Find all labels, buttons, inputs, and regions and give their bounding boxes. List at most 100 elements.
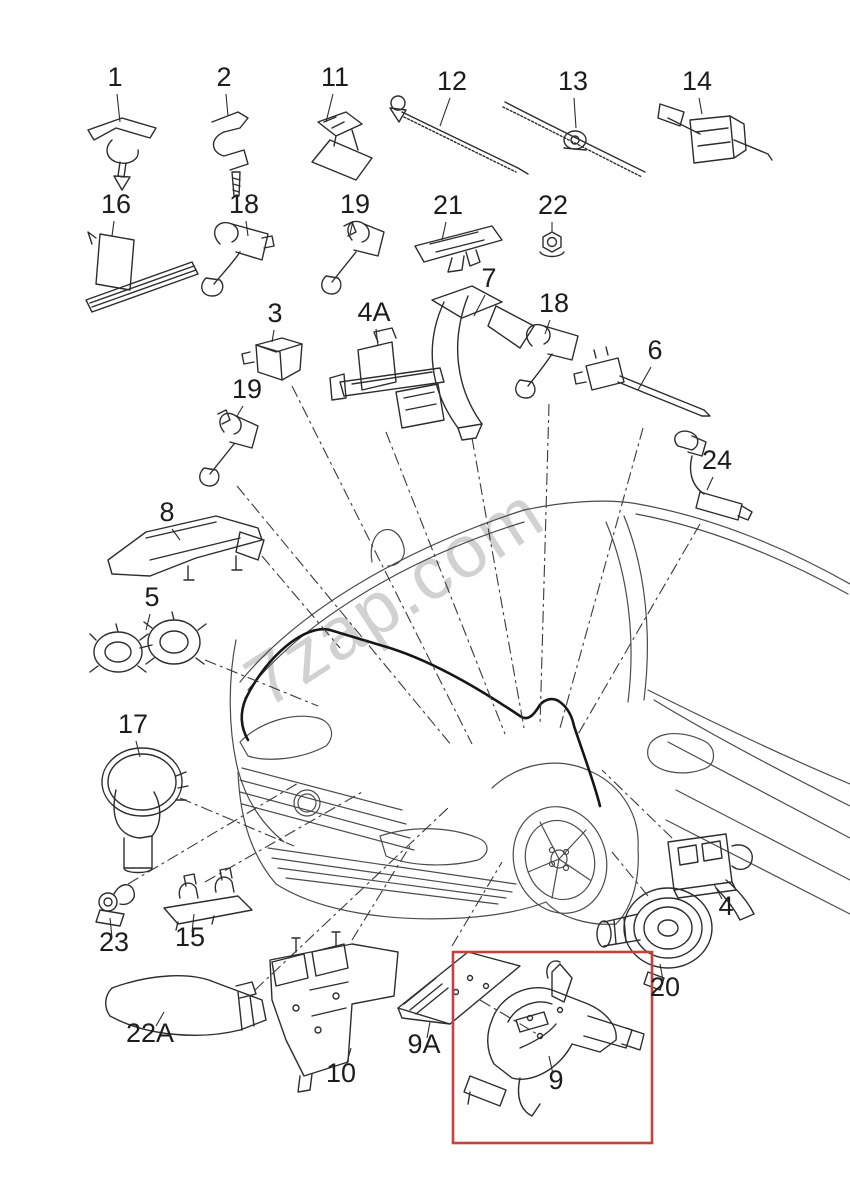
part-illustration-4A[interactable] [329, 327, 445, 429]
leader-line [204, 659, 319, 707]
leader-lines [127, 385, 701, 1035]
part-illustration-21[interactable] [414, 225, 503, 273]
part-illustration-18a[interactable] [201, 221, 275, 297]
part-illustration-14[interactable] [657, 103, 773, 164]
part-illustration-9[interactable] [463, 960, 645, 1117]
part-label-1[interactable]: 1 [107, 62, 122, 92]
leader-line [539, 403, 550, 727]
part-pointer-20 [659, 963, 664, 981]
part-illustration-1[interactable] [87, 117, 157, 191]
part-label-21[interactable]: 21 [433, 190, 463, 220]
part-illustration-13[interactable] [502, 101, 646, 178]
part-illustration-12[interactable] [389, 95, 529, 175]
part-pointer-5 [145, 613, 151, 631]
part-illustration-7[interactable] [431, 285, 535, 441]
part-illustration-20[interactable] [596, 887, 713, 991]
part-pointer-12 [439, 97, 451, 127]
part-pointer-4A [375, 328, 379, 347]
part-illustration-19b[interactable] [199, 409, 259, 487]
part-illustration-2[interactable] [211, 111, 249, 197]
part-pointer-1 [116, 93, 121, 123]
part-pointer-9A [426, 1021, 431, 1039]
leader-line [236, 485, 453, 747]
part-pointer-13 [573, 97, 577, 129]
part-label-7[interactable]: 7 [481, 263, 496, 293]
part-illustration-19a[interactable] [321, 220, 385, 295]
leader-line [451, 861, 503, 947]
part-label-10[interactable]: 10 [326, 1058, 356, 1088]
part-pointer-9 [548, 1055, 554, 1075]
part-pointer-8 [171, 528, 181, 541]
part-label-24[interactable]: 24 [702, 445, 732, 475]
part-illustration-23[interactable] [95, 884, 135, 927]
part-label-15[interactable]: 15 [175, 922, 205, 952]
part-label-11[interactable]: 11 [321, 62, 349, 92]
part-label-5[interactable]: 5 [144, 582, 159, 612]
part-label-17[interactable]: 17 [118, 709, 148, 739]
part-label-12[interactable]: 12 [437, 66, 467, 96]
part-pointer-10 [345, 1047, 352, 1067]
part-illustration-24[interactable] [674, 430, 753, 521]
part-label-19b[interactable]: 19 [232, 374, 262, 404]
part-pointer-24 [706, 476, 714, 491]
part-label-9A[interactable]: 9A [407, 1029, 440, 1059]
part-illustration-3[interactable] [241, 337, 303, 381]
part-illustration-9A[interactable] [397, 951, 521, 1025]
part-illustration-6[interactable] [573, 346, 711, 417]
part-illustrations [85, 95, 773, 1117]
part-label-13[interactable]: 13 [558, 66, 588, 96]
part-label-19a[interactable]: 19 [340, 189, 370, 219]
part-illustration-4[interactable] [667, 833, 755, 921]
part-pointer-22A [155, 1011, 165, 1027]
part-illustration-16[interactable] [85, 231, 199, 313]
part-label-6[interactable]: 6 [647, 335, 662, 365]
part-illustration-10[interactable] [269, 931, 399, 1093]
car-illustration [229, 500, 850, 925]
leader-line [179, 797, 295, 847]
part-pointer-21 [441, 221, 447, 241]
part-label-3[interactable]: 3 [267, 298, 282, 328]
part-label-23[interactable]: 23 [99, 927, 129, 957]
part-illustration-18b[interactable] [515, 323, 579, 399]
part-illustration-5[interactable] [89, 611, 207, 673]
part-illustration-15[interactable] [163, 867, 253, 931]
leader-line [385, 431, 506, 735]
part-label-2[interactable]: 2 [216, 62, 231, 92]
part-pointer-19a [349, 220, 354, 235]
part-illustration-22A[interactable] [105, 975, 267, 1036]
part-pointer-18a [245, 220, 249, 237]
part-label-14[interactable]: 14 [682, 66, 712, 96]
part-label-18b[interactable]: 18 [539, 288, 569, 318]
part-label-8[interactable]: 8 [159, 497, 174, 527]
part-pointer-11 [325, 93, 334, 123]
part-pointer-23 [109, 917, 113, 939]
part-illustration-17[interactable] [101, 747, 189, 874]
leader-line [254, 807, 449, 991]
leader-line [204, 791, 363, 883]
part-pointer-15 [191, 913, 195, 933]
part-label-22A[interactable]: 22A [126, 1018, 174, 1048]
leader-line [559, 427, 644, 729]
part-pointer-4 [713, 883, 723, 900]
part-label-20[interactable]: 20 [650, 972, 680, 1002]
part-label-16[interactable]: 16 [101, 189, 131, 219]
leader-line [351, 845, 411, 941]
part-pointer-16 [111, 220, 115, 237]
part-label-9[interactable]: 9 [548, 1065, 563, 1095]
leader-line [611, 851, 649, 897]
leader-line [127, 781, 301, 885]
leader-line [479, 999, 538, 1035]
part-label-22[interactable]: 22 [538, 190, 568, 220]
part-label-18a[interactable]: 18 [229, 189, 259, 219]
leader-line [291, 385, 473, 745]
part-illustration-11[interactable] [311, 111, 373, 181]
part-pointer-17 [135, 740, 141, 758]
part-illustration-8[interactable] [107, 515, 265, 581]
part-label-4A[interactable]: 4A [357, 297, 390, 327]
part-pointer-19b [236, 405, 244, 417]
part-illustration-22[interactable] [539, 231, 565, 258]
leader-line [576, 523, 701, 737]
